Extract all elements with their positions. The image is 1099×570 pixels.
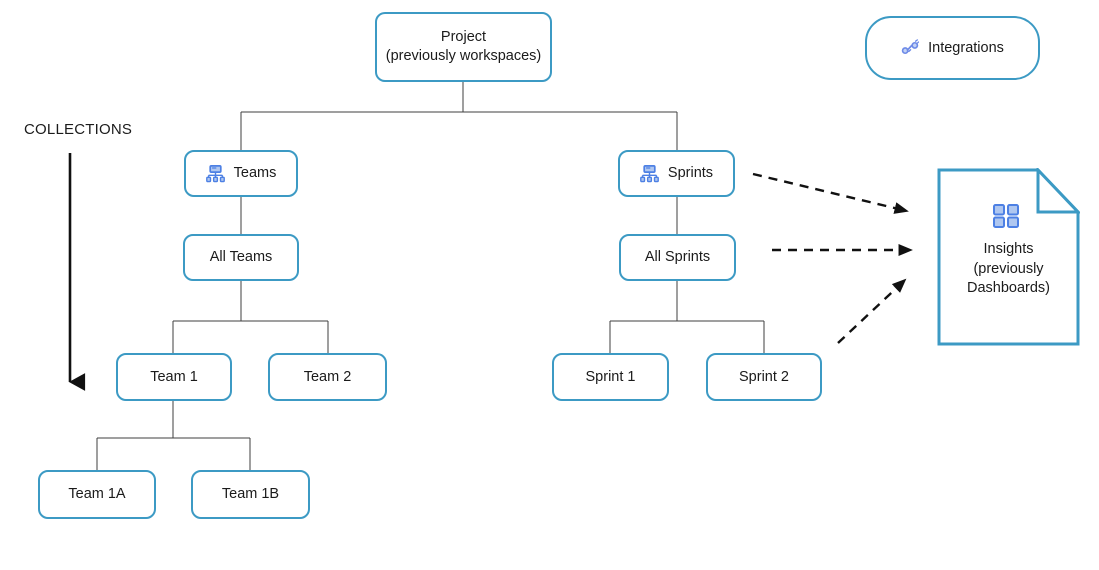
- node-project[interactable]: Project (previously workspaces): [375, 12, 552, 82]
- node-sprints[interactable]: Sprints: [618, 150, 735, 197]
- node-label-project: Project (previously workspaces): [385, 29, 542, 64]
- node-team-2[interactable]: Team 2: [268, 353, 387, 401]
- node-sprint-2[interactable]: Sprint 2: [706, 353, 822, 401]
- node-label-all-teams: All Teams: [209, 249, 273, 265]
- hierarchy-icon: [205, 164, 225, 183]
- node-label-team-1a: Team 1A: [68, 486, 126, 502]
- node-label-team-1: Team 1: [150, 368, 198, 385]
- node-label-sprints: Sprints: [667, 165, 714, 181]
- collections-label: COLLECTIONS: [24, 121, 133, 138]
- dashed-arrow-sprint-tree-to-insights: [837, 278, 907, 344]
- node-label-teams: Teams: [233, 165, 277, 181]
- node-all-sprints[interactable]: All Sprints: [619, 234, 736, 281]
- grid-dashboard-icon: [992, 204, 1019, 233]
- insights-label: Insights (previously Dashboards): [966, 241, 1050, 296]
- node-label-integrations: Integrations: [928, 39, 1004, 56]
- node-teams[interactable]: Teams: [184, 150, 298, 197]
- node-label-team-1b: Team 1B: [221, 486, 280, 502]
- node-team-1b[interactable]: Team 1B: [191, 470, 310, 519]
- node-label-all-sprints: All Sprints: [644, 249, 711, 265]
- hierarchy-icon: [640, 164, 659, 183]
- node-label-sprint-2: Sprint 2: [739, 368, 789, 385]
- dashed-arrow-sprints-to-insights: [752, 172, 909, 214]
- node-integrations[interactable]: Integrations: [865, 16, 1040, 80]
- insights-document-outline: [937, 166, 1082, 346]
- node-sprint-1[interactable]: Sprint 1: [552, 353, 669, 401]
- dashed-arrow-connectors: [752, 172, 913, 344]
- node-team-1a[interactable]: Team 1A: [38, 470, 156, 519]
- insights-document[interactable]: Insights (previously Dashboards): [937, 166, 1082, 346]
- node-team-1[interactable]: Team 1: [116, 353, 232, 401]
- node-all-teams[interactable]: All Teams: [183, 234, 299, 281]
- node-label-sprint-1: Sprint 1: [585, 368, 636, 385]
- node-label-team-2: Team 2: [303, 368, 352, 385]
- plug-icon: [901, 39, 920, 57]
- insights-document-fold: [1036, 166, 1082, 214]
